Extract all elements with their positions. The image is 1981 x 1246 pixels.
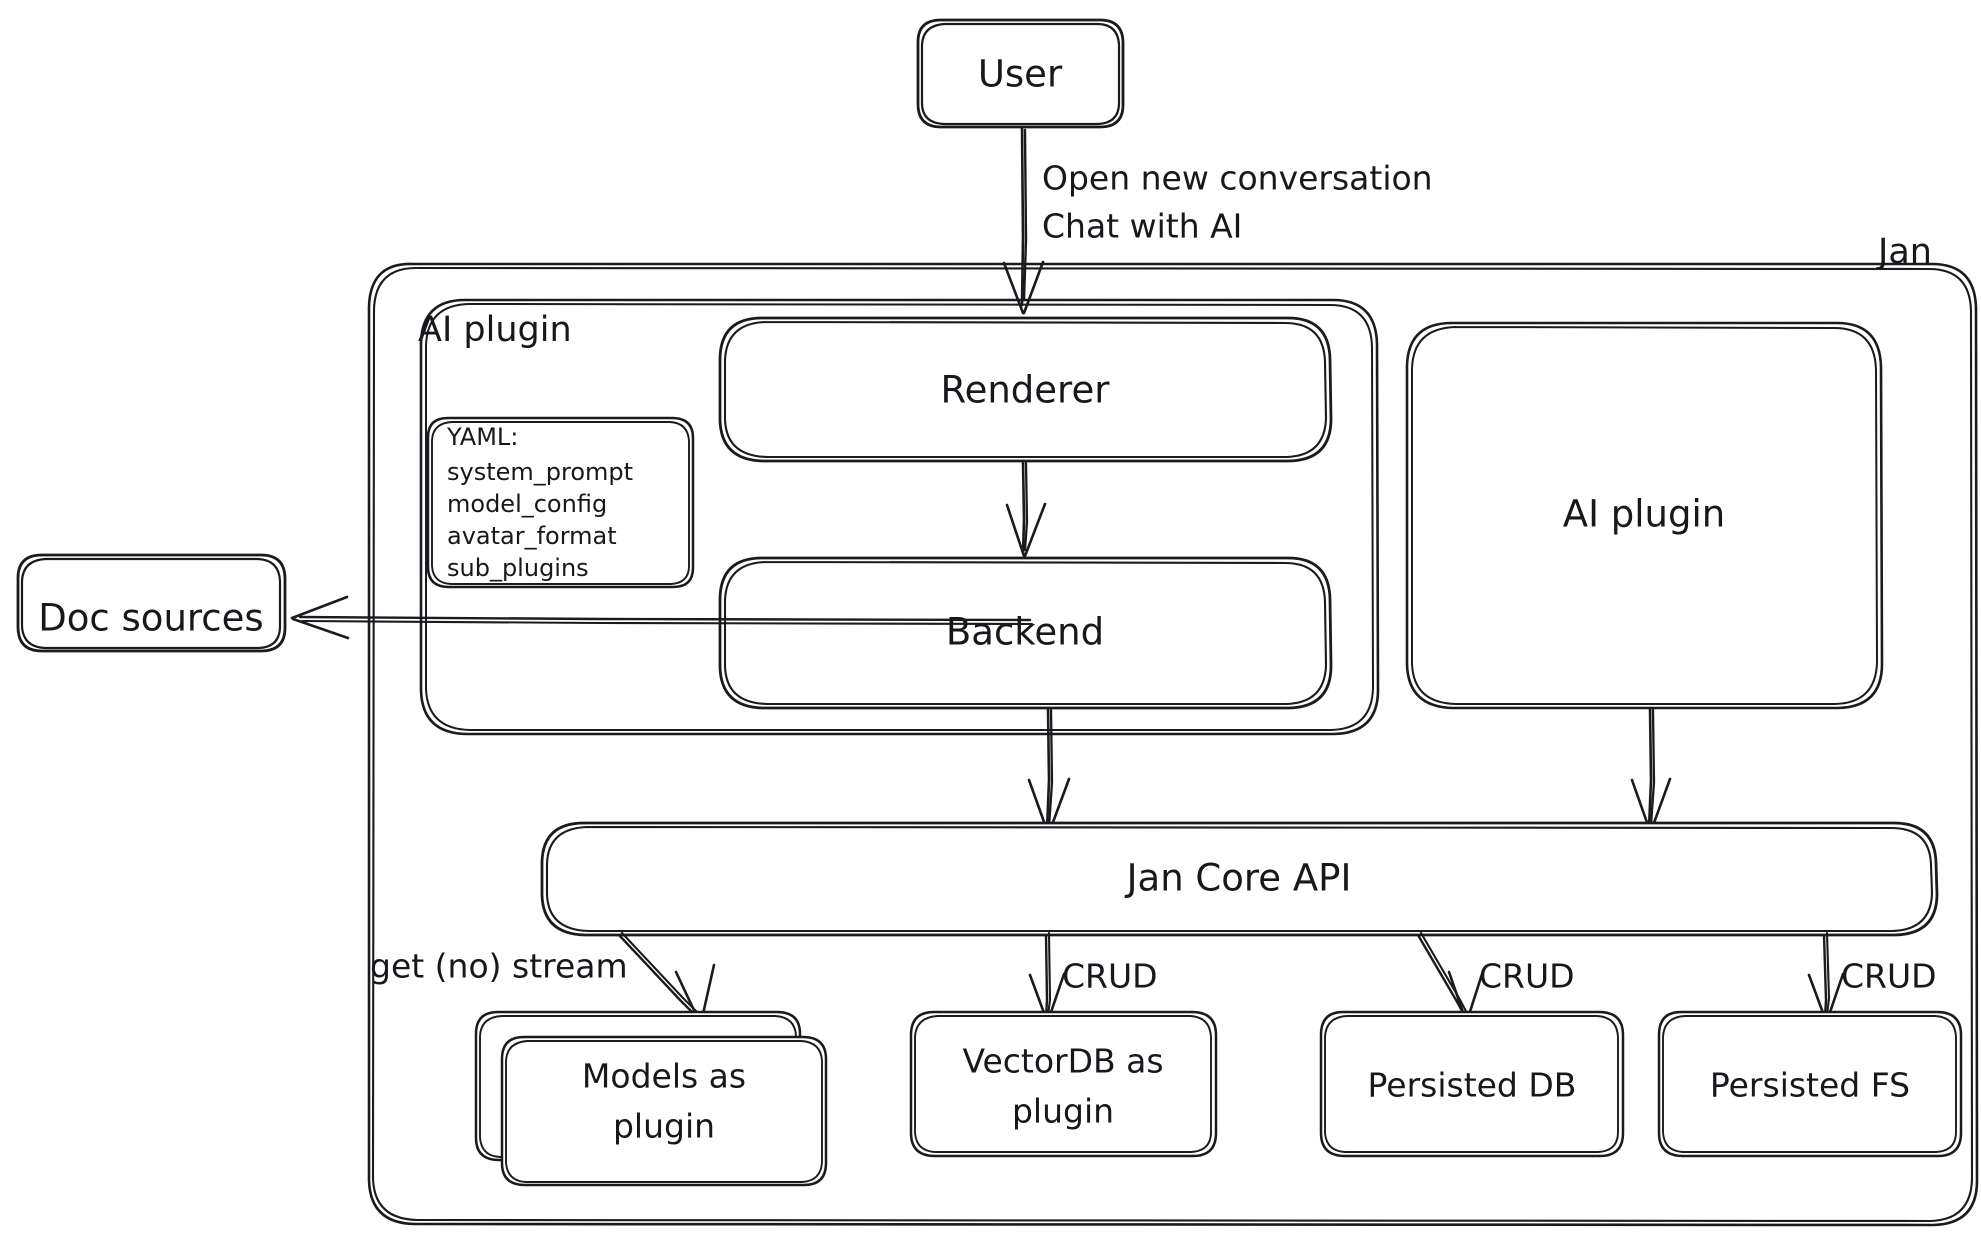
edge-label-user-to-renderer-line2: Chat with AI: [1042, 207, 1242, 246]
node-label-persisted-fs: Persisted FS: [1710, 1066, 1910, 1105]
yaml-note-box[interactable]: [426, 416, 695, 589]
node-backend[interactable]: [718, 556, 1333, 710]
edge-backend-to-doc-sources: [290, 595, 1034, 640]
node-renderer[interactable]: [718, 316, 1333, 463]
node-label-models-as-plugin-line2: plugin: [613, 1107, 715, 1146]
node-label-backend: Backend: [946, 611, 1104, 654]
edge-user-to-renderer: [1002, 125, 1045, 315]
node-doc-sources[interactable]: [16, 553, 287, 653]
node-label-jan-core-api: Jan Core API: [1125, 857, 1352, 900]
node-ai-plugin[interactable]: [1405, 321, 1884, 710]
node-label-models-as-plugin-line1: Models as: [582, 1057, 746, 1096]
yaml-note-line-0: system_prompt: [447, 458, 633, 486]
node-label-user: User: [978, 53, 1063, 96]
node-label-persisted-db: Persisted DB: [1368, 1066, 1577, 1105]
group-label-ai-plugin: AI plugin: [418, 310, 572, 350]
node-label-vectordb-as-plugin-line1: VectorDB as: [962, 1042, 1163, 1081]
edge-label-core-to-persisted-fs: CRUD: [1841, 957, 1937, 996]
edge-renderer-to-backend: [1005, 459, 1047, 558]
node-label-renderer: Renderer: [941, 369, 1111, 412]
node-models-as-plugin[interactable]: [474, 1010, 828, 1187]
yaml-note-line-2: avatar_format: [447, 522, 617, 550]
node-label-doc-sources: Doc sources: [38, 597, 263, 640]
yaml-note-header: YAML:: [446, 423, 518, 451]
yaml-note-line-1: model_config: [447, 490, 607, 518]
node-label-vectordb-as-plugin-line2: plugin: [1012, 1092, 1114, 1131]
node-jan-core-api[interactable]: [540, 821, 1939, 937]
edge-label-core-to-vectordb: CRUD: [1062, 957, 1158, 996]
node-label-ai-plugin: AI plugin: [1563, 493, 1725, 536]
yaml-note-line-3: sub_plugins: [447, 554, 589, 582]
node-persisted-fs[interactable]: [1657, 1010, 1963, 1158]
edge-label-user-to-renderer-line1: Open new conversation: [1042, 159, 1433, 198]
node-vectordb-as-plugin[interactable]: [909, 1010, 1218, 1158]
node-persisted-db[interactable]: [1319, 1010, 1625, 1158]
group-label-jan: Jan: [1876, 232, 1932, 272]
edge-label-core-to-models: get (no) stream: [370, 947, 628, 986]
node-user[interactable]: [916, 18, 1125, 129]
edge-label-core-to-persisted-db: CRUD: [1479, 957, 1575, 996]
